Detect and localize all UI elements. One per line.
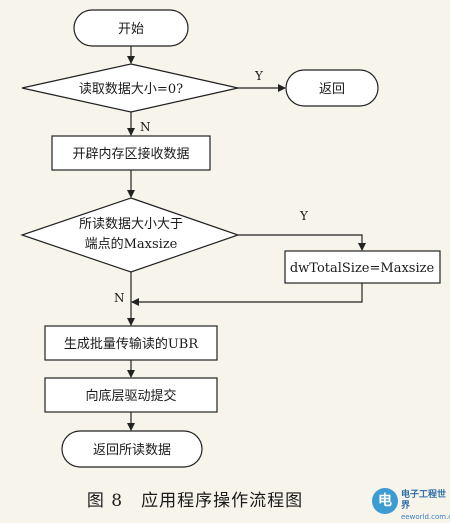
decision-size-greater-maxsize-line2: 端点的Maxsize xyxy=(85,236,178,252)
figure-caption: 图 8 应用程序操作流程图 xyxy=(0,486,390,511)
watermark-site: eeworld.com.cn xyxy=(401,513,450,521)
return-node xyxy=(285,69,379,107)
process-generate-ubr xyxy=(44,325,218,361)
edge-zero-yes-label: Y xyxy=(254,69,264,83)
process-generate-ubr-label: 生成批量传输读的UBR xyxy=(64,336,200,352)
process-set-total-size xyxy=(284,250,441,284)
decision-size-greater-maxsize-line1: 所读数据大小大于 xyxy=(79,217,183,232)
edge-compare-yes-label: Y xyxy=(299,209,309,223)
process-submit-driver xyxy=(44,377,218,413)
start-label: 开始 xyxy=(118,22,144,37)
watermark-name: 电子工程世界 xyxy=(401,490,447,511)
process-allocate-memory xyxy=(51,135,211,171)
edge-set-total-merge xyxy=(131,283,363,306)
process-allocate-memory-label: 开辟内存区接收数据 xyxy=(72,146,189,162)
watermark-text: 电子工程世界 eeworld.com.cn xyxy=(401,490,450,523)
figure-title: 应用程序操作流程图 xyxy=(141,491,304,511)
end-node xyxy=(61,430,203,468)
end-label: 返回所读数据 xyxy=(93,443,171,458)
figure-number: 图 8 xyxy=(86,491,124,511)
decision-data-size-zero-label: 读取数据大小=0? xyxy=(79,82,183,97)
watermark-logo: 电 电子工程世界 eeworld.com.cn xyxy=(372,488,450,521)
decision-size-greater-maxsize xyxy=(20,197,240,273)
process-submit-driver-label: 向底层驱动提交 xyxy=(85,388,176,404)
process-set-total-size-label: dwTotalSize=Maxsize xyxy=(290,261,435,276)
flowchart: 开始 读取数据大小=0? Y 返回 N 开辟内存区接收数据 所读数据大小大于 端… xyxy=(20,9,441,468)
edge-zero-no-label: N xyxy=(140,120,151,134)
edge-compare-no-label: N xyxy=(114,291,125,305)
edge-compare-yes xyxy=(238,234,366,251)
return-label: 返回 xyxy=(319,82,345,97)
watermark-badge-icon: 电 xyxy=(372,488,398,514)
